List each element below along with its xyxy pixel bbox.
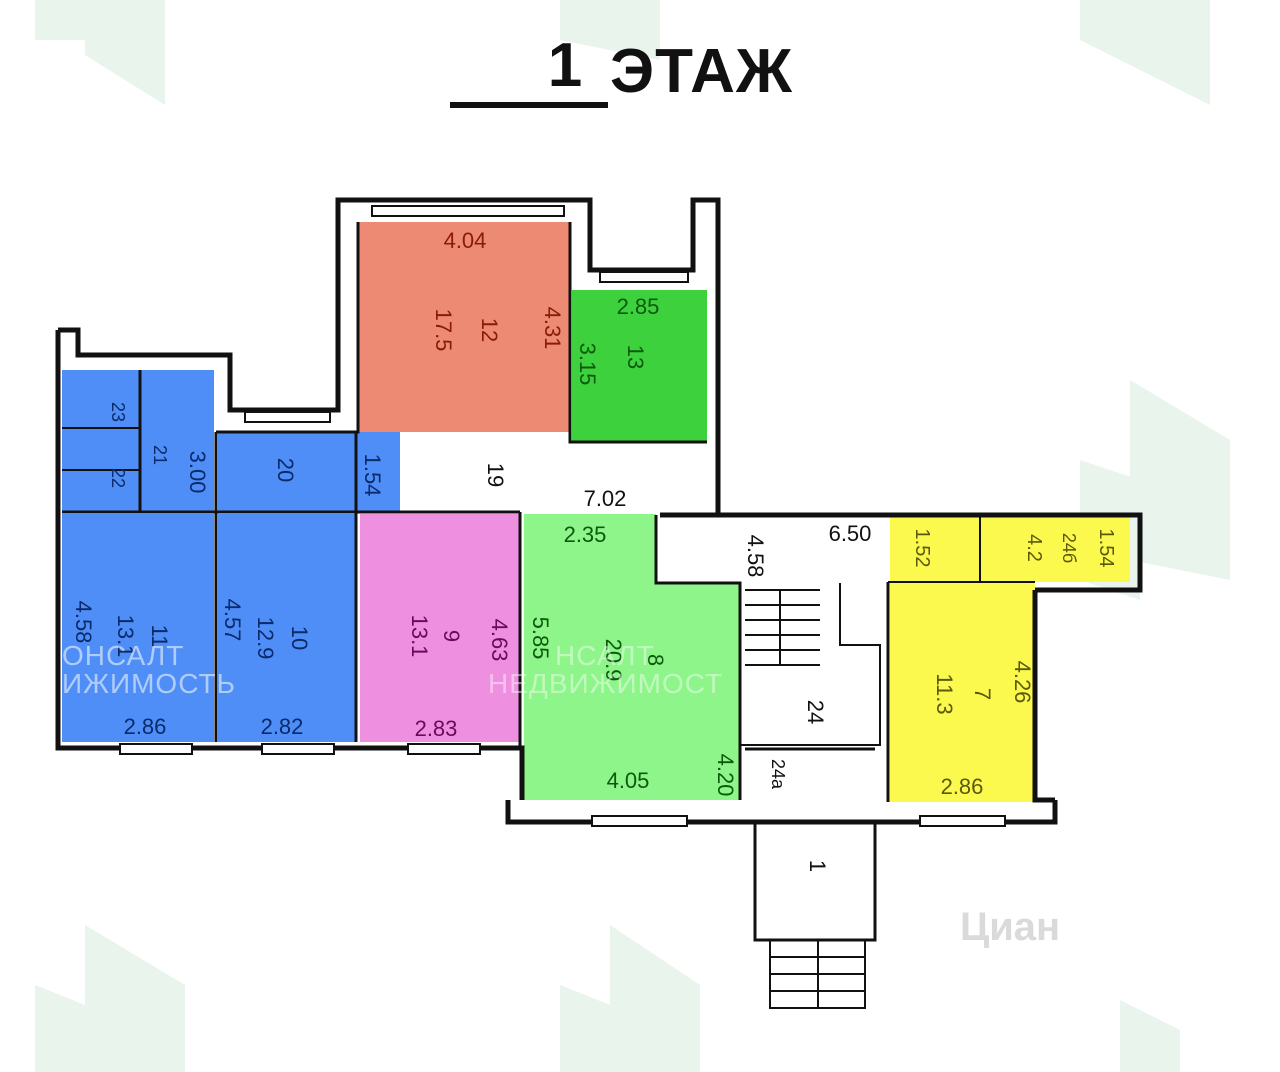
room-24a-number: 24a [768,759,788,790]
room-20-number: 20 [273,458,298,482]
room-12-dim-top: 4.04 [444,228,487,253]
floor-number: 1 [547,31,583,100]
room-8-number: 8 [643,654,668,666]
room-11-fill[interactable] [62,514,214,742]
room-9-fill[interactable] [360,514,520,742]
floor-title: 1 ЭТАЖ [450,30,830,110]
room-1-number: 1 [805,860,830,872]
room-20-fill[interactable] [218,432,400,512]
room-10-dim-left: 4.57 [220,599,245,642]
room-8-area: 20.9 [601,639,626,682]
room-12-dim-right: 4.31 [540,307,565,350]
room-20-dim-left: 3.00 [185,451,210,494]
room-8-dim-top: 2.35 [564,522,607,547]
room-7-dim-bottom: 2.86 [941,774,984,799]
room-23-number: 23 [108,402,128,422]
watermark-brand-line2: ИЖИМОСТЬ [62,668,236,699]
floor-word: ЭТАЖ [610,37,793,106]
room-12-number: 12 [477,318,502,342]
room-19-number: 19 [483,463,508,487]
small-dim-b: 1.54 [1095,529,1117,568]
small-room-area: 4.2 [1023,534,1045,562]
watermark-brand2-line1: НСАЛТ [555,640,655,671]
room-13-number: 13 [623,345,648,369]
room-12-fill[interactable] [358,222,570,432]
room-10-fill[interactable] [218,514,356,742]
corridor-dim-left: 4.58 [743,535,768,578]
room-9-area: 13.1 [407,615,432,658]
room-8-dim-left: 5.85 [528,617,553,660]
room-10-area: 12.9 [253,617,278,660]
room-9-dim-right: 4.63 [487,619,512,662]
room-8-dim-bottom: 4.05 [607,768,650,793]
room-7-area: 11.3 [932,673,957,714]
room-7-dim-right: 4.26 [1010,661,1035,704]
room-11-dim-left: 4.58 [71,601,96,644]
room-11-area: 13.1 [113,615,138,658]
room-13-fill[interactable] [572,290,707,442]
room-8-dim-right: 4.20 [713,754,738,797]
room-13-dim-left: 3.15 [575,343,600,386]
room-12-area: 17.5 [431,309,456,352]
room-10-number: 10 [287,626,312,650]
watermark-cian: Циан [960,905,1061,949]
room-11-number: 11 [147,625,172,648]
watermark-brand-line1: ОНСАЛТ [62,640,185,671]
watermark-brand2-line2: НЕДВИЖИМОСТ [488,668,724,699]
room-7-number: 7 [970,688,995,700]
room-labels: 4.04 12 17.5 4.31 2.85 13 3.15 19 7.02 2… [71,228,1117,872]
small-dim-a: 1.52 [911,529,933,568]
stairs [745,589,875,1009]
room-7-fill[interactable] [890,582,1035,802]
room-8-fill[interactable] [524,514,740,800]
windows [119,205,1006,827]
room-21-23-fill[interactable] [62,370,214,512]
corridor-dim-top: 6.50 [829,521,872,546]
room-9-dim-bottom: 2.83 [415,716,458,741]
small-rooms-fill[interactable] [890,514,1130,582]
room-9-number: 9 [439,630,464,642]
room-21-number: 21 [150,445,170,465]
room-20-dim-right: 1.54 [360,454,385,497]
room-13-dim-top: 2.85 [617,294,660,319]
room-10-dim-bottom: 2.82 [261,714,304,739]
room-19-dim-bottom: 7.02 [584,486,627,511]
room-22-number: 22 [108,468,128,488]
floor-number-underline [450,102,608,108]
room-11-dim-bottom: 2.86 [124,714,167,739]
small-room-number: 24б [1059,533,1079,563]
room-24-number: 24 [803,700,828,724]
